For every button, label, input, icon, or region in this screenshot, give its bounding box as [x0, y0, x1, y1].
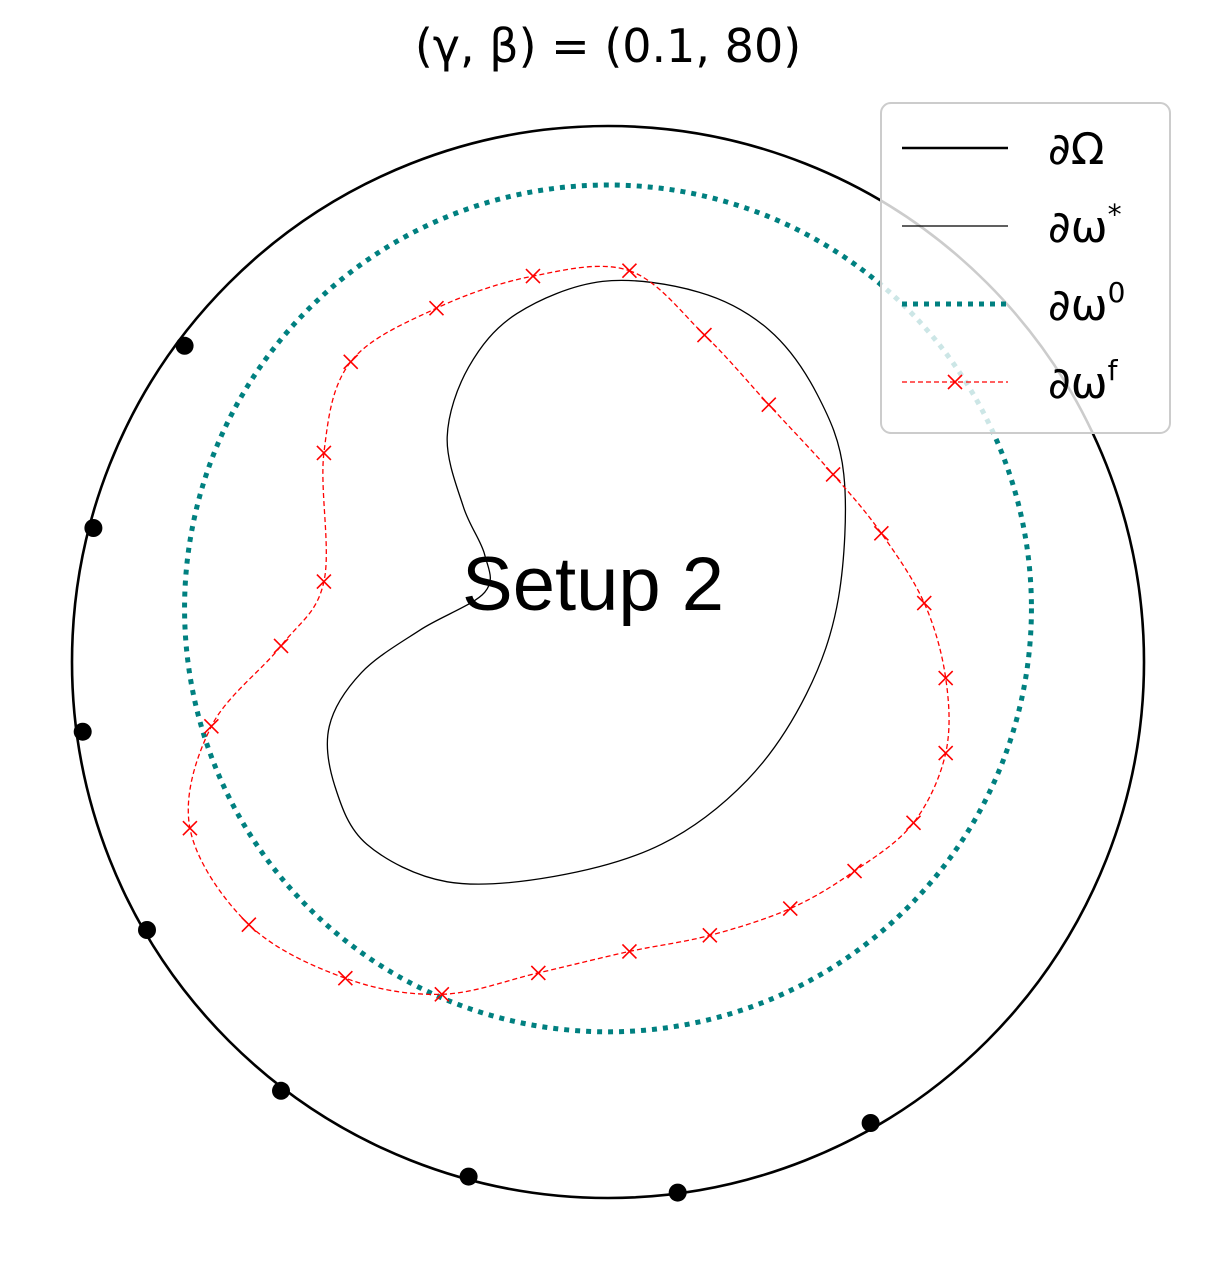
- final-reconstruction-marker: [241, 917, 257, 933]
- final-reconstruction-marker: [621, 263, 638, 279]
- final-reconstruction-marker: [434, 986, 450, 1002]
- sensor-point: [138, 921, 156, 939]
- sensor-point: [668, 1183, 687, 1202]
- final-reconstruction-marker: [203, 718, 219, 734]
- figure-title: (γ, β) = (0.1, 80): [415, 19, 801, 73]
- final-reconstruction-marker: [846, 863, 863, 879]
- final-reconstruction-marker: [916, 595, 932, 611]
- final-reconstruction-marker: [343, 354, 359, 370]
- final-reconstruction-marker: [182, 820, 198, 836]
- final-reconstruction-marker: [337, 970, 353, 986]
- final-reconstruction-marker: [761, 397, 777, 413]
- legend-sup-initial: 0: [1108, 276, 1126, 309]
- sensor-point: [84, 519, 103, 537]
- legend-label-initial: ∂ω0: [1048, 276, 1125, 331]
- final-reconstruction-marker: [696, 327, 713, 343]
- setup-annotation: Setup 2: [462, 542, 724, 627]
- domain-boundary-circle: [70, 124, 1146, 1200]
- initial-guess-circle: [182, 182, 1034, 1035]
- legend-label-domain: ∂Ω: [1048, 124, 1104, 175]
- final-reconstruction-marker: [530, 965, 546, 981]
- final-reconstruction-marker: [825, 466, 841, 482]
- legend: ∂Ω∂ω*∂ω0∂ωf: [880, 102, 1171, 434]
- sensor-point: [73, 722, 92, 741]
- legend-swatch-marker: [947, 374, 963, 390]
- sensor-point: [272, 1081, 290, 1100]
- final-reconstruction-marker: [428, 300, 445, 316]
- final-reconstruction-marker: [905, 815, 922, 831]
- legend-label-final: ∂ωf: [1048, 354, 1119, 409]
- final-reconstruction-marker: [782, 900, 798, 917]
- sensor-point: [175, 336, 194, 355]
- legend-frame: [880, 102, 1171, 434]
- final-reconstruction-marker: [316, 574, 332, 590]
- legend-sup-true: *: [1108, 198, 1122, 231]
- final-reconstruction-marker: [273, 638, 289, 654]
- plot-area: [70, 124, 1146, 1202]
- legend-sup-final: f: [1108, 354, 1119, 387]
- final-reconstruction-marker: [938, 670, 954, 686]
- final-reconstruction-curve: [187, 265, 950, 996]
- true-inclusion-curve: [326, 279, 847, 885]
- final-reconstruction-marker: [316, 445, 332, 461]
- final-reconstruction-marker: [621, 943, 638, 960]
- final-reconstruction-marker: [938, 745, 954, 761]
- final-reconstruction-marker: [873, 525, 889, 541]
- sensor-point: [861, 1114, 880, 1132]
- final-reconstruction-marker: [525, 268, 541, 284]
- sensor-point: [459, 1167, 478, 1186]
- final-reconstruction-marker: [702, 927, 718, 943]
